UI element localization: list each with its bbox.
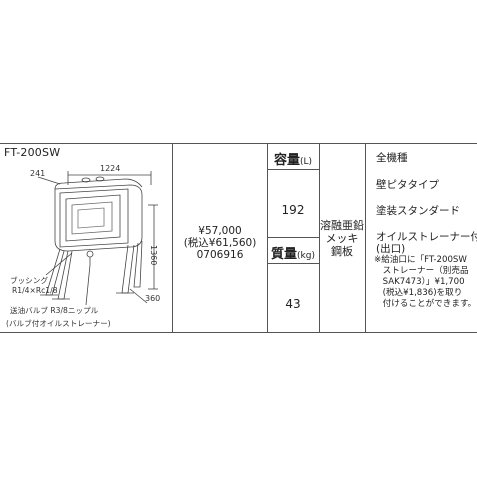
material-line: 鋼板 xyxy=(331,245,353,258)
note-line: (税込¥1,836)を取り xyxy=(374,288,463,298)
mass-unit: (kg) xyxy=(297,251,315,261)
spec-divider-lower xyxy=(267,263,319,264)
spec-divider-top xyxy=(267,169,319,170)
strainer-note: ※給油口に「FT-200SW ストレーナー（別売品 SAK7473）」¥1,70… xyxy=(374,255,476,310)
tank-diagram xyxy=(37,171,158,306)
mass-value: 43 xyxy=(285,297,301,311)
note-line: SAK7473）」¥1,700 xyxy=(374,277,465,287)
feature-paint: 塗装スタンダード xyxy=(376,205,460,217)
material: 溶融亜鉛 メッキ 鋼板 xyxy=(319,219,365,258)
feature-all-models: 全機種 xyxy=(376,152,408,164)
feature-wall-type: 壁ピタタイプ xyxy=(376,179,439,191)
column-divider-price xyxy=(267,143,268,333)
dim-height: 1360 xyxy=(149,245,158,266)
table-top-border xyxy=(0,143,477,144)
feature-oil-strainer: オイルストレーナー付 xyxy=(376,231,477,243)
material-line: メッキ xyxy=(325,232,359,245)
price-tax-included: (税込¥61,560) xyxy=(183,237,257,249)
material-line: 溶融亜鉛 xyxy=(320,219,364,232)
model-name: FT-200SW xyxy=(4,146,61,159)
dim-depth-top: 241 xyxy=(30,169,46,178)
column-divider-diagram xyxy=(172,143,173,333)
column-divider-material xyxy=(365,143,366,333)
dim-width: 1224 xyxy=(100,164,121,173)
capacity-header: 容量(L) xyxy=(267,149,319,168)
price: ¥57,000 xyxy=(198,225,242,237)
column-divider-spec xyxy=(319,143,320,333)
note-line: 付けることができます。 xyxy=(374,299,477,309)
capacity-value: 192 xyxy=(281,203,305,217)
product-spec-table: FT-200SW xyxy=(0,143,477,333)
dim-depth-bottom: 360 xyxy=(145,294,161,303)
feature-outlet: (出口) xyxy=(376,243,406,255)
mass-label: 質量 xyxy=(271,247,298,262)
note-line: ※給油口に「FT-200SW xyxy=(374,255,467,265)
label-bushing-spec: R1/4×Rc1/8 xyxy=(12,286,58,295)
product-code: 0706916 xyxy=(196,249,244,261)
label-valve: 送油バルブ R3/8ニップル xyxy=(10,306,99,315)
note-line: ストレーナー（別売品 xyxy=(374,266,469,276)
capacity-unit: (L) xyxy=(299,157,313,167)
label-bushing: ブッシング xyxy=(10,276,48,285)
spec-divider-mid xyxy=(267,237,319,238)
capacity-label: 容量 xyxy=(273,153,300,168)
table-bottom-border xyxy=(0,332,477,333)
price-block: ¥57,000 (税込¥61,560) 0706916 xyxy=(172,225,268,261)
mass-header: 質量(kg) xyxy=(267,243,319,262)
label-valve-note: (バルブ付オイルストレーナー) xyxy=(6,319,111,328)
